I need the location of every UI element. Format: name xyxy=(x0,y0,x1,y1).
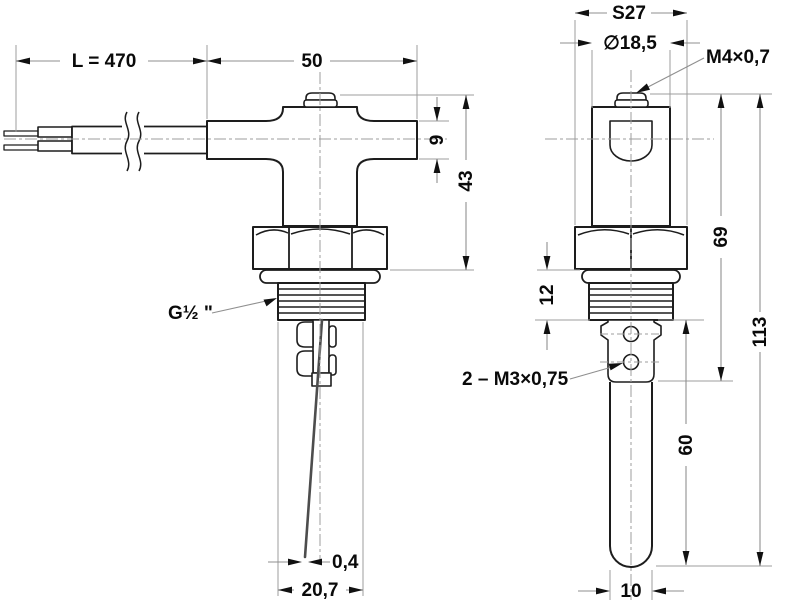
dim-cable-length: L = 470 xyxy=(72,51,137,72)
dim-probe-length: 60 xyxy=(676,434,697,455)
dim-total-length: 113 xyxy=(750,317,771,348)
dim-hex-width: S27 xyxy=(612,3,646,24)
sensor-housing xyxy=(206,106,418,227)
dimension-lines xyxy=(16,9,764,595)
dim-boot-height: 9 xyxy=(427,135,448,146)
label-thread-size: G½ " xyxy=(168,303,213,324)
dimension-labels: L = 470 50 9 43 G½ " 0,4 20,7 S27 ∅18,5 … xyxy=(72,3,771,602)
dim-head-width: 50 xyxy=(301,51,322,72)
dim-head-height: 43 xyxy=(456,170,477,191)
label-mounting-holes: 2 – M3×0,75 xyxy=(462,369,569,390)
cable-wires xyxy=(3,126,73,152)
paddle-blade xyxy=(303,318,324,559)
front-view xyxy=(3,92,418,559)
dim-body-diameter: ∅18,5 xyxy=(603,33,657,54)
dim-thread-od: 20,7 xyxy=(302,580,339,601)
cable-break-symbol xyxy=(122,111,144,172)
paddle-bracket xyxy=(296,319,337,387)
dim-upper-length: 69 xyxy=(711,226,732,247)
label-top-screw: M4×0,7 xyxy=(706,47,770,68)
dim-probe-diameter: 10 xyxy=(620,581,641,602)
extension-lines xyxy=(15,20,772,600)
dim-thread-length: 12 xyxy=(537,284,558,305)
centerlines xyxy=(4,70,714,600)
dim-paddle-thickness: 0,4 xyxy=(332,552,359,573)
thread-section xyxy=(277,282,366,321)
